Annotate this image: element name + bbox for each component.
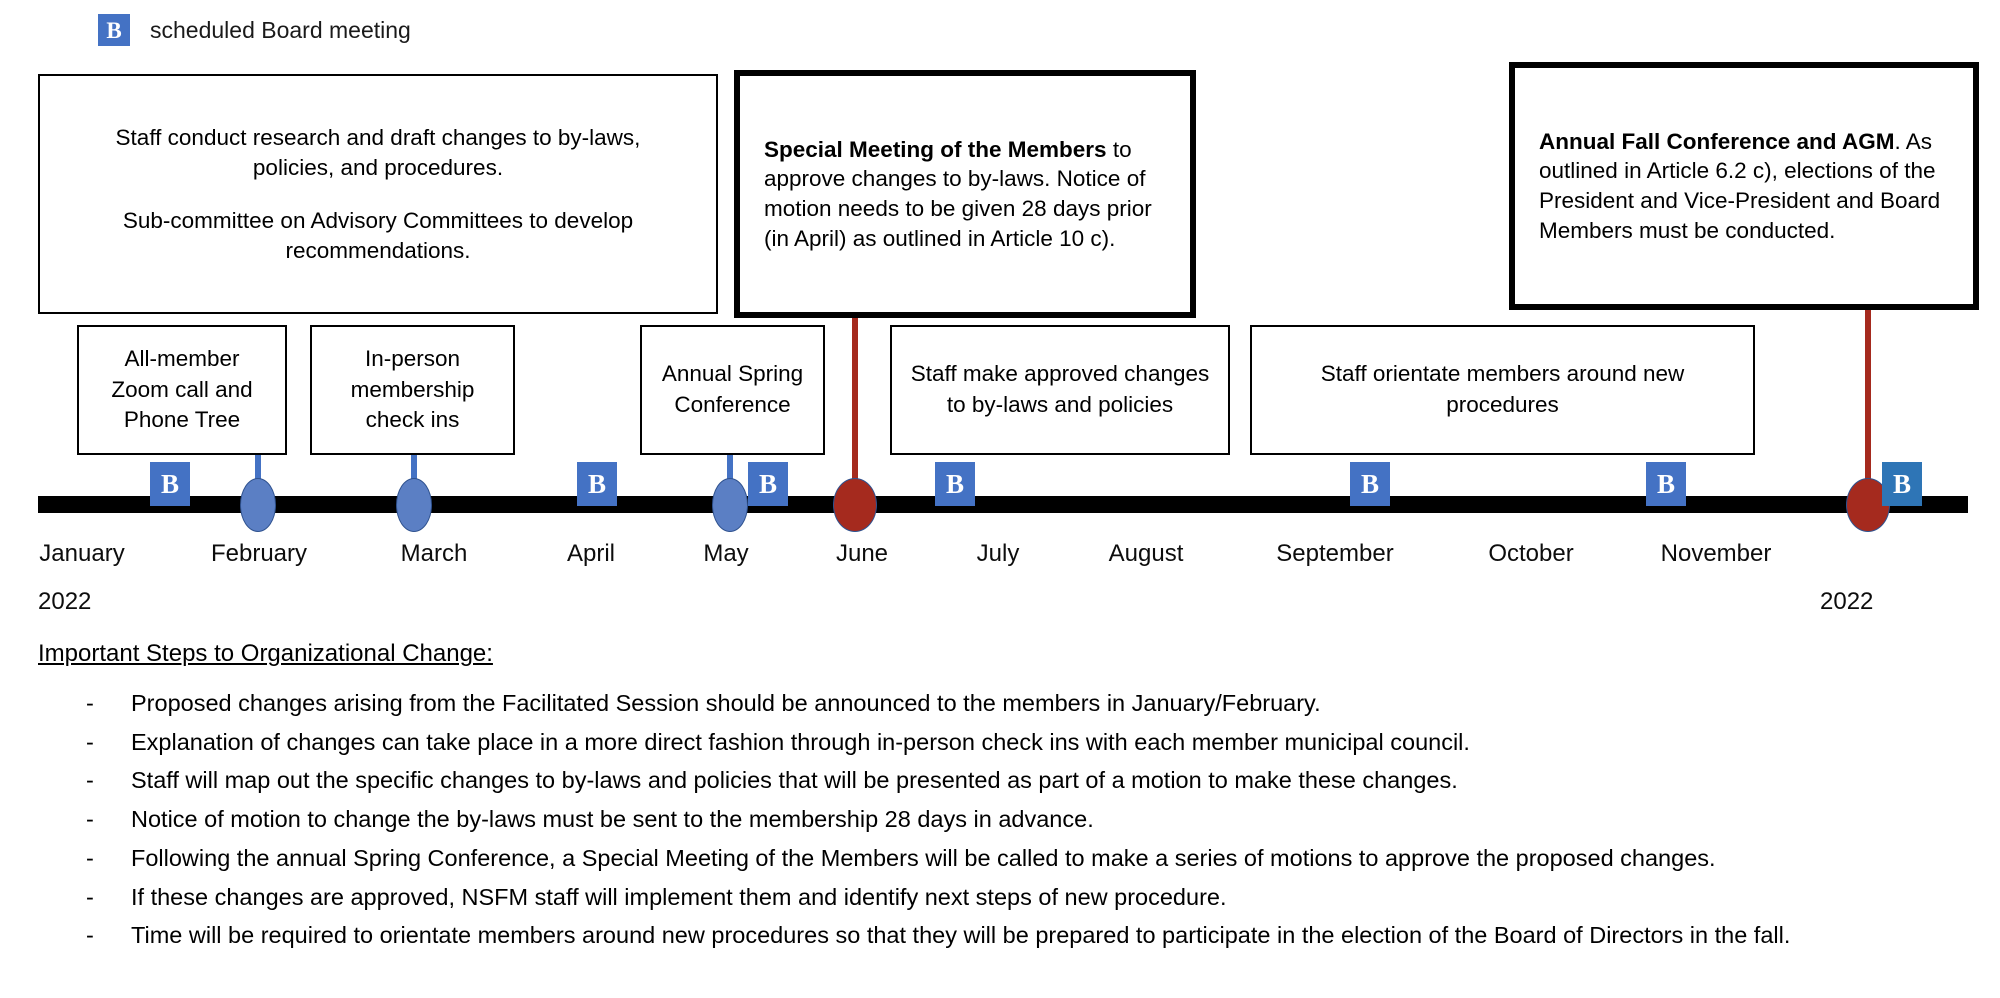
note-bullet-dash: - (86, 922, 94, 949)
callout-rest: to approve changes to by-laws. Notice of… (764, 136, 1152, 251)
note-item: - If these changes are approved, NSFM sta… (38, 884, 1978, 912)
important-steps-section: Important Steps to Organizational Change… (38, 640, 1978, 961)
board-meeting-badge-icon: B (98, 14, 130, 46)
month-label-march: March (400, 540, 468, 567)
note-bullet-dash: - (86, 728, 94, 755)
note-text: Proposed changes arising from the Facili… (131, 690, 1321, 716)
note-item: - Proposed changes arising from the Facil… (38, 690, 1978, 718)
timeline-node-blue (240, 477, 276, 532)
timeline-stem (852, 318, 858, 503)
note-text: Staff will map out the specific changes … (131, 767, 1458, 794)
board-meeting-badge-icon: B (1646, 462, 1686, 506)
note-bullet-dash: - (86, 883, 94, 910)
year-label-right: 2022 (1820, 588, 1874, 615)
callout-bold-lead: Annual Fall Conference and AGM (1539, 128, 1895, 154)
month-label-april: April (566, 540, 616, 567)
callout-paragraph: Sub-committee on Advisory Committees to … (122, 207, 634, 263)
notes-list: - Proposed changes arising from the Facil… (38, 690, 1978, 950)
year-label-left: 2022 (38, 588, 92, 615)
board-meeting-badge-icon: B (1882, 462, 1922, 506)
board-meeting-badge-icon: B (150, 462, 190, 506)
month-label-august: August (1108, 540, 1184, 567)
callout-paragraph: Special Meeting of the Members to approv… (764, 135, 1166, 254)
month-label-may: May (703, 540, 749, 567)
note-item: - Notice of motion to change the by-laws … (38, 806, 1978, 834)
timeline-box-orientation: Staff orientate members around new proce… (1250, 325, 1755, 455)
callout-staff-research: Staff conduct research and draft changes… (38, 74, 718, 314)
note-text: If these changes are approved, NSFM staf… (131, 883, 1227, 910)
timeline-node-blue (396, 477, 432, 532)
note-text: Following the annual Spring Conference, … (131, 844, 1716, 871)
timeline-box-approved-changes: Staff make approved changes to by-laws a… (890, 325, 1230, 455)
timeline-axis (38, 496, 1968, 513)
board-meeting-badge-icon: B (577, 462, 617, 506)
callout-special-meeting: Special Meeting of the Members to approv… (734, 70, 1196, 318)
note-text: Time will be required to orientate membe… (131, 922, 1791, 949)
callout-paragraph: Annual Fall Conference and AGM. As outli… (1539, 127, 1949, 246)
note-item: - Explanation of changes can take place i… (38, 729, 1978, 757)
board-meeting-badge-icon: B (935, 462, 975, 506)
timeline-node-blue (712, 477, 748, 532)
timeline-node-red (833, 477, 877, 532)
timeline-box-spring-conference: Annual Spring Conference (640, 325, 825, 455)
month-label-july: July (976, 540, 1020, 567)
month-label-september: September (1276, 540, 1394, 567)
note-bullet-dash: - (86, 767, 94, 794)
timeline-box-in-person: In-person membership check ins (310, 325, 515, 455)
note-item: - Time will be required to orientate memb… (38, 922, 1978, 950)
note-text: Notice of motion to change the by-laws m… (131, 806, 1094, 833)
note-item: - Staff will map out the specific changes… (38, 767, 1978, 795)
callout-paragraph: Staff conduct research and draft changes… (115, 124, 641, 180)
month-label-june: June (835, 540, 889, 567)
note-text: Explanation of changes can take place in… (131, 728, 1470, 755)
board-meeting-badge-icon: B (1350, 462, 1390, 506)
month-label-january: January (39, 540, 125, 567)
timeline-stem (1865, 310, 1871, 503)
note-item: - Following the annual Spring Conference,… (38, 845, 1978, 873)
note-bullet-dash: - (86, 844, 94, 871)
legend-label: scheduled Board meeting (150, 16, 411, 43)
callout-bold-lead: Special Meeting of the Members (764, 136, 1107, 162)
note-bullet-dash: - (86, 690, 94, 716)
board-meeting-badge-icon: B (748, 462, 788, 506)
callout-rest: . As outlined in Article 6.2 c), electio… (1539, 128, 1941, 243)
month-label-february: February (210, 540, 308, 567)
callout-annual-fall-conference: Annual Fall Conference and AGM. As outli… (1509, 62, 1979, 310)
notes-title: Important Steps to Organizational Change… (38, 640, 493, 667)
timeline-box-zoom-call: All-member Zoom call and Phone Tree (77, 325, 287, 455)
note-bullet-dash: - (86, 806, 94, 833)
month-label-october: October (1488, 540, 1574, 567)
month-label-november: November (1660, 540, 1772, 567)
legend: B scheduled Board meeting (98, 14, 411, 46)
